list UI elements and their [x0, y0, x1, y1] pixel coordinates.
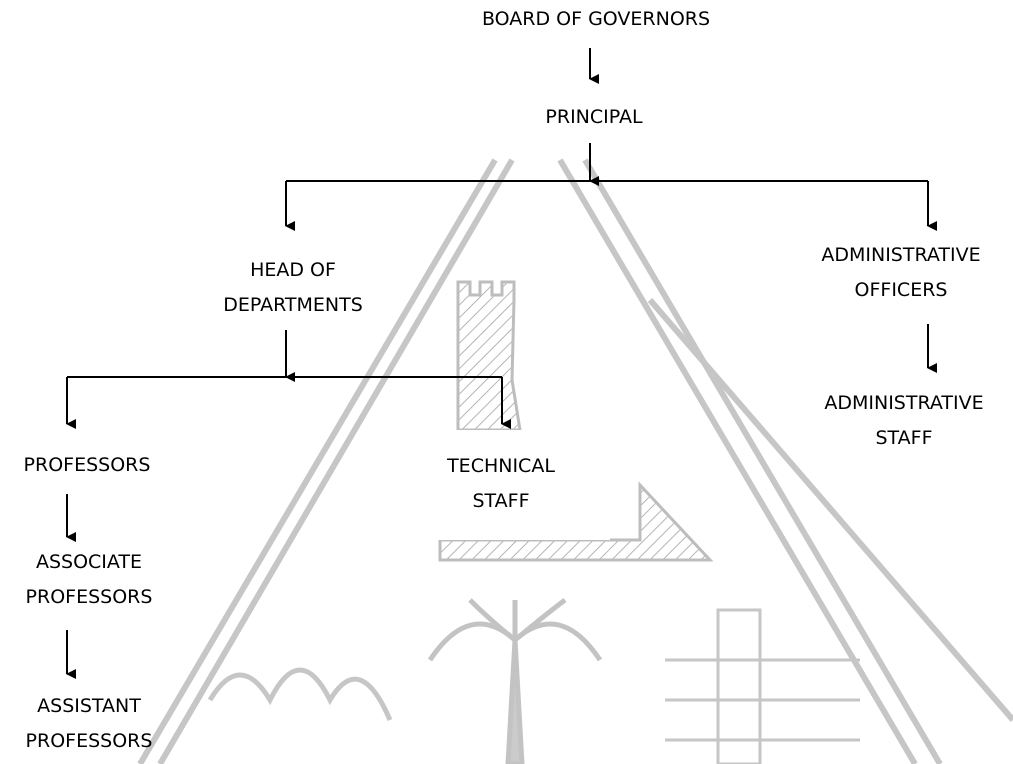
node-label: HEAD OF	[250, 259, 336, 281]
node-technical-staff: TECHNICAL STAFF	[447, 449, 555, 519]
node-label: BOARD OF GOVERNORS	[481, 8, 711, 30]
node-label: PROFESSORS	[25, 730, 153, 752]
node-professors: PROFESSORS	[24, 448, 151, 483]
node-label: ADMINISTRATIVE	[821, 244, 981, 266]
node-label: DEPARTMENTS	[223, 294, 363, 316]
node-head-of-departments: HEAD OF DEPARTMENTS	[223, 253, 363, 323]
node-label: ASSOCIATE	[35, 551, 143, 573]
node-label: TECHNICAL	[447, 455, 555, 477]
node-administrative-staff: ADMINISTRATIVE STAFF	[824, 386, 983, 456]
node-label: PROFESSORS	[25, 586, 153, 608]
node-label: PRINCIPAL	[545, 106, 643, 128]
node-label: STAFF	[875, 427, 933, 449]
node-assistant-professors: ASSISTANT PROFESSORS	[26, 689, 153, 759]
node-board-of-governors: BOARD OF GOVERNORS	[482, 2, 710, 37]
node-label: ADMINISTRATIVE	[824, 392, 984, 414]
node-associate-professors: ASSOCIATE PROFESSORS	[26, 545, 153, 615]
node-label: ASSISTANT	[37, 695, 141, 717]
node-label: PROFESSORS	[23, 454, 151, 476]
node-administrative-officers: ADMINISTRATIVE OFFICERS	[821, 238, 980, 308]
node-label: STAFF	[472, 490, 530, 512]
node-label: OFFICERS	[854, 279, 948, 301]
node-principal: PRINCIPAL	[545, 100, 642, 135]
